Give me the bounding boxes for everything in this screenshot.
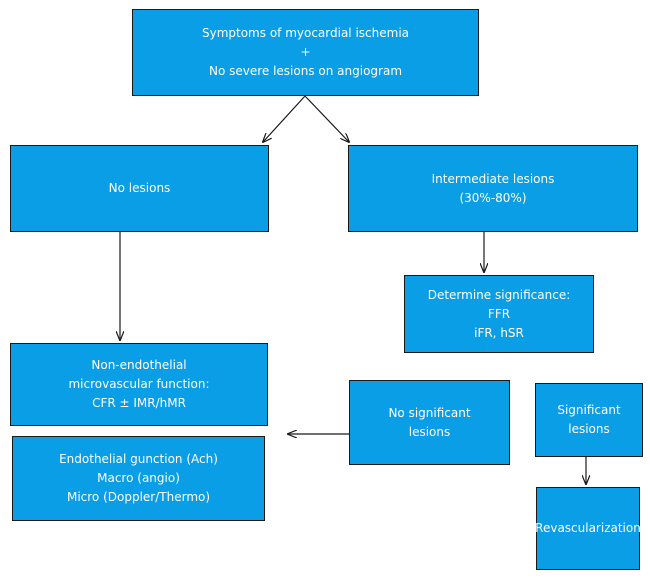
node-top-line-1: Symptoms of myocardial ischemia <box>201 26 410 40</box>
node-non-endothelial: Non-endothelial microvascular function: … <box>10 343 268 426</box>
node-intermediate-line-2: (30%-80%) <box>459 190 527 205</box>
arrow-top-to-intermediate <box>304 95 349 142</box>
node-no-significant-line-2: lesions <box>408 424 451 439</box>
node-non-endothelial-line-1: Non-endothelial <box>91 358 187 372</box>
node-no-significant: No significant lesions <box>349 380 510 465</box>
node-significance-line-3: iFR, hSR <box>474 325 524 340</box>
node-significance-line-2: FFR <box>487 306 511 321</box>
node-top: Symptoms of myocardial ischemia + No sev… <box>132 9 479 96</box>
node-non-endothelial-line-3: CFR ± IMR/hMR <box>92 396 186 410</box>
node-endothelial: Endothelial gunction (Ach) Macro (angio)… <box>12 436 265 521</box>
node-endothelial-line-1: Endothelial gunction (Ach) <box>59 452 218 466</box>
node-significance: Determine significance: FFR iFR, hSR <box>404 275 594 353</box>
arrow-top-to-no-lesions <box>263 95 306 142</box>
node-no-lesions: No lesions <box>10 145 269 232</box>
node-non-endothelial-line-2: microvascular function: <box>68 377 210 391</box>
node-significant-line-2: lesions <box>568 422 610 436</box>
node-endothelial-line-3: Micro (Doppler/Thermo) <box>66 490 211 504</box>
node-endothelial-line-2: Macro (angio) <box>97 471 180 485</box>
node-intermediate: Intermediate lesions (30%-80%) <box>348 145 638 232</box>
node-significant: Significant lesions <box>535 383 643 457</box>
node-top-line-3: No severe lesions on angiogram <box>208 64 403 78</box>
node-significance-line-1: Determine significance: <box>427 287 571 302</box>
node-revascularization-line-1: Revascularization <box>535 521 641 535</box>
node-intermediate-line-1: Intermediate lesions <box>431 171 555 186</box>
node-top-line-2: + <box>300 45 311 59</box>
node-no-significant-line-1: No significant <box>388 405 471 420</box>
node-no-lesions-line-1: No lesions <box>108 181 171 195</box>
node-significant-line-1: Significant <box>557 403 621 417</box>
node-revascularization: Revascularization <box>535 487 641 570</box>
